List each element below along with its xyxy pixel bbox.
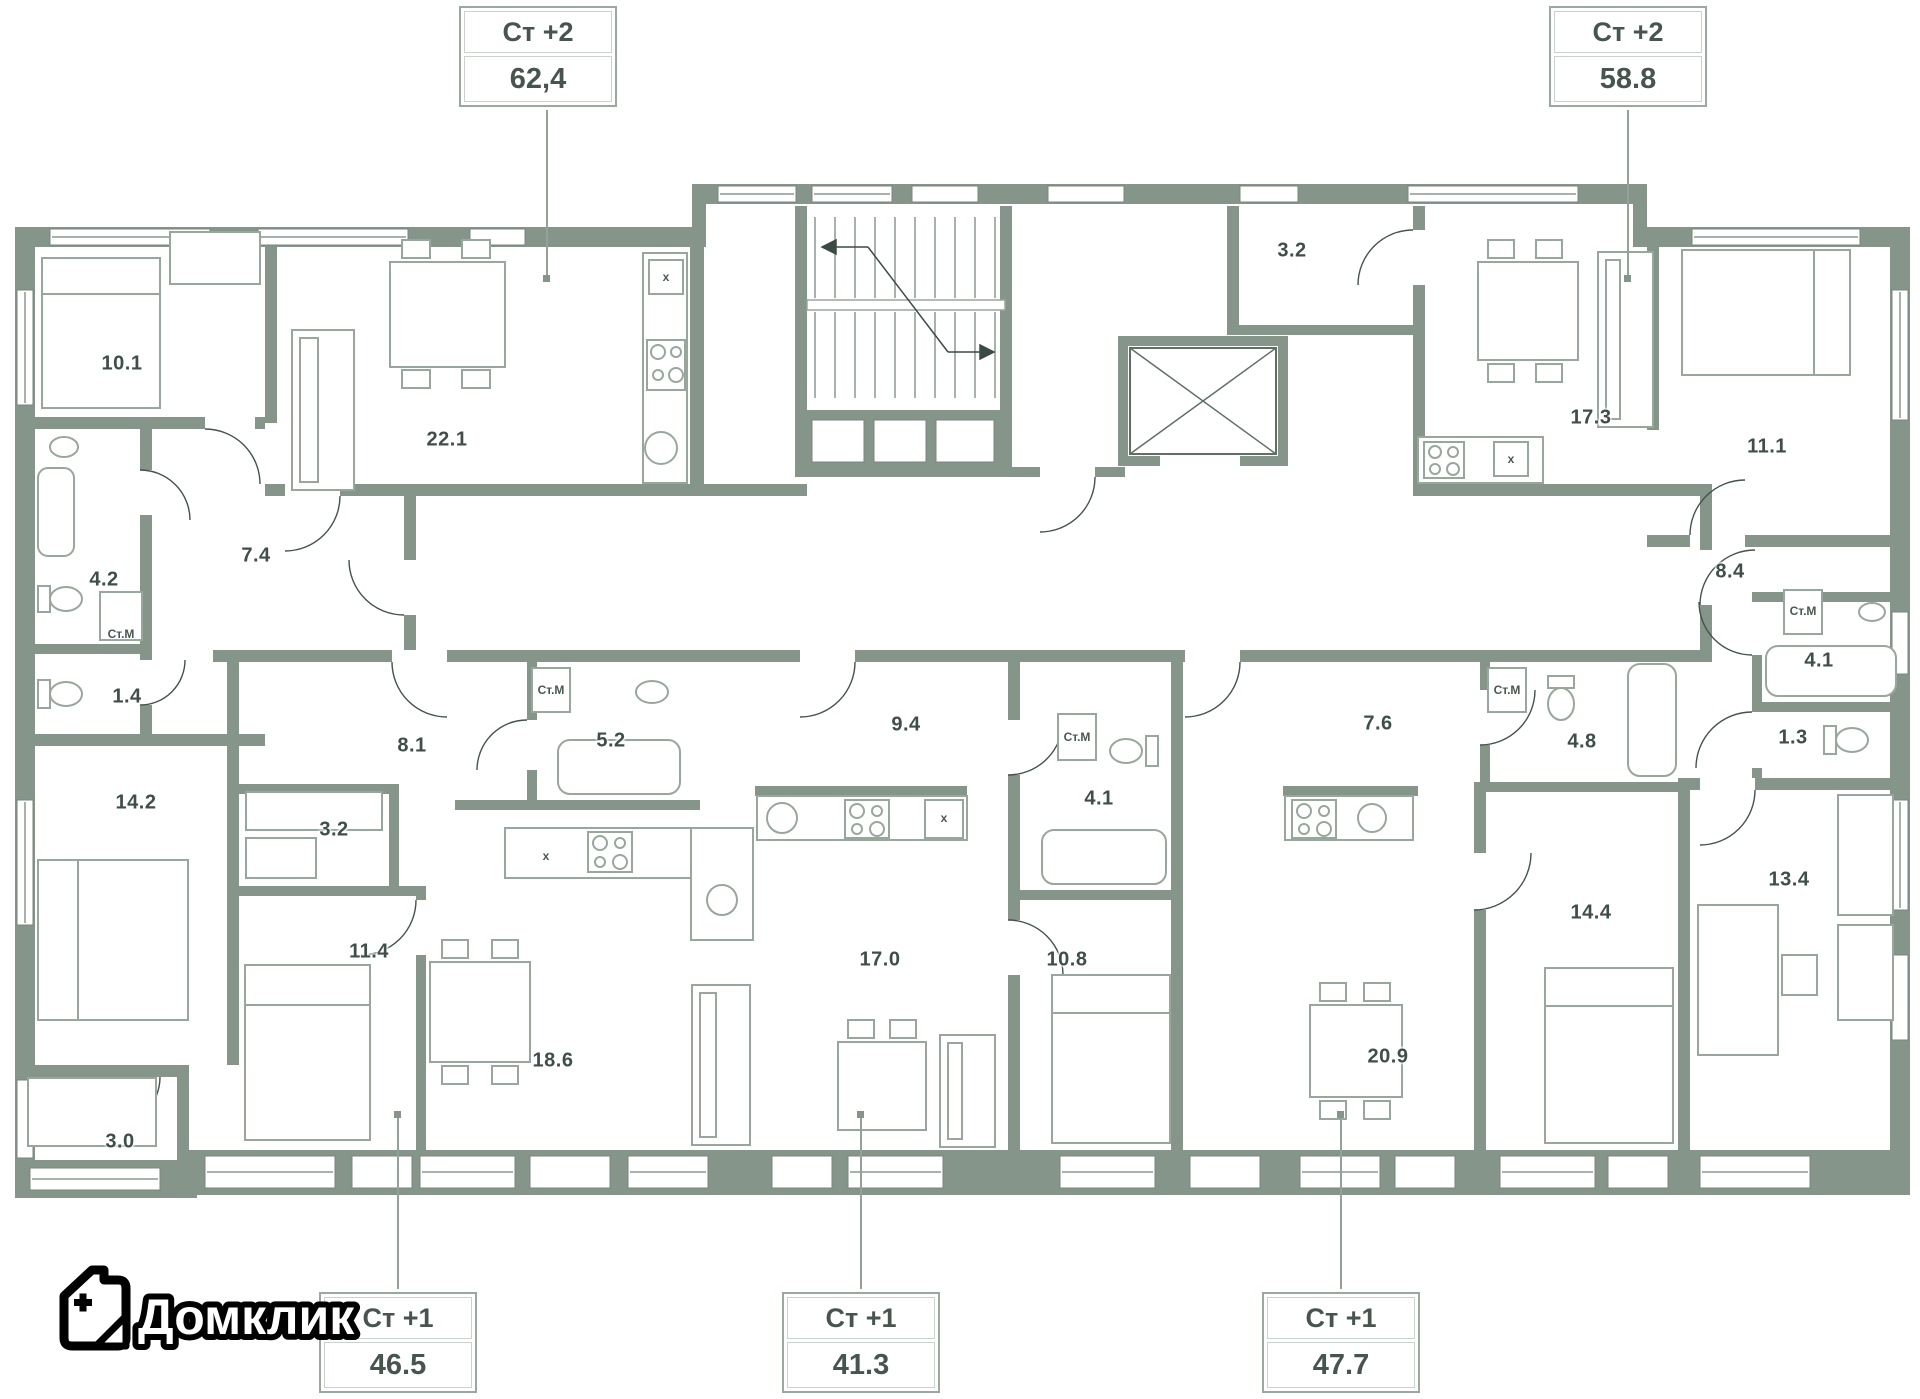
room-area-label: 4.8 (1567, 730, 1597, 753)
callout-leader-dot (543, 275, 550, 282)
apartment-area-value: 41.3 (787, 1342, 935, 1388)
room-area-label: 10.1 (101, 352, 143, 375)
room-area-label: 11.1 (1747, 435, 1787, 458)
room-area-label: 4.2 (89, 568, 119, 591)
room-area-label: 4.1 (1804, 649, 1834, 672)
callout-leader-dot (857, 1111, 864, 1118)
fixture-label: Ст.М (107, 627, 135, 641)
fixture-label: Ст.М (1063, 730, 1091, 744)
room-area-label: 3.0 (105, 1130, 135, 1153)
fixture-label: Ст.М (537, 683, 565, 697)
apartment-area-value: 46.5 (324, 1342, 472, 1388)
room-area-label: 17.3 (1570, 406, 1612, 429)
callout-leader-line (546, 108, 548, 278)
room-area-label: 18.6 (532, 1049, 574, 1072)
window-glazing (24, 193, 1901, 1180)
room-area-label: 14.2 (115, 791, 157, 814)
elevator-shaft (1129, 347, 1277, 455)
domclick-wordmark: Домклик (138, 1289, 355, 1345)
apartment-area-value: 62,4 (464, 56, 612, 102)
fixture-label: х (542, 849, 550, 863)
room-area-label: 13.4 (1768, 868, 1810, 891)
room-area-label: 7.4 (241, 544, 271, 567)
apartment-type-label: Ст +1 (324, 1297, 472, 1339)
apartment-area-value: 58.8 (1554, 56, 1702, 102)
room-area-label: 10.8 (1046, 948, 1088, 971)
room-area-label: 5.2 (596, 729, 626, 752)
doors (109, 229, 1756, 1128)
furniture (27, 231, 1897, 1148)
room-area-label: 7.6 (1363, 712, 1393, 735)
apartment-area-value: 47.7 (1267, 1342, 1415, 1388)
room-area-label: 9.4 (891, 713, 921, 736)
domclick-watermark: Домклик Домклик (59, 1265, 361, 1351)
fixture-label: х (1507, 452, 1515, 466)
room-area-label: 8.4 (1715, 560, 1745, 583)
fixture-label: х (940, 811, 948, 825)
callout-leader-line (860, 1114, 862, 1292)
room-area-label: 14.4 (1570, 901, 1612, 924)
room-area-label: 17.0 (859, 948, 901, 971)
staircase (806, 217, 1006, 398)
apartment-type-label: Ст +2 (464, 11, 612, 53)
room-area-label: 3.2 (319, 818, 349, 841)
room-area-label: 3.2 (1277, 239, 1307, 262)
callout-leader-line (397, 1114, 399, 1292)
domclick-house-icon (59, 1265, 131, 1351)
domclick-wordmark-outline: Домклик (138, 1289, 355, 1345)
callout-leader-dot (1337, 1111, 1344, 1118)
callout-leader-dot (1624, 275, 1631, 282)
room-area-label: 1.4 (112, 685, 142, 708)
room-area-label: 1.3 (1778, 726, 1808, 749)
apartment-type-label: Ст +1 (787, 1297, 935, 1339)
room-area-label: 11.4 (349, 940, 389, 963)
callout-leader-dot (394, 1111, 401, 1118)
apartment-type-label: Ст +2 (1554, 11, 1702, 53)
room-area-label: 8.1 (397, 734, 427, 757)
room-area-label: 22.1 (426, 428, 468, 451)
callout-leader-line (1340, 1114, 1342, 1292)
callout-leader-line (1627, 108, 1629, 278)
room-area-label: 4.1 (1084, 787, 1114, 810)
apartment-type-label: Ст +1 (1267, 1297, 1415, 1339)
fixture-label: Ст.М (1789, 604, 1817, 618)
room-area-label: 20.9 (1367, 1045, 1409, 1068)
fixture-label: х (662, 270, 670, 284)
fixture-label: Ст.М (1493, 683, 1521, 697)
